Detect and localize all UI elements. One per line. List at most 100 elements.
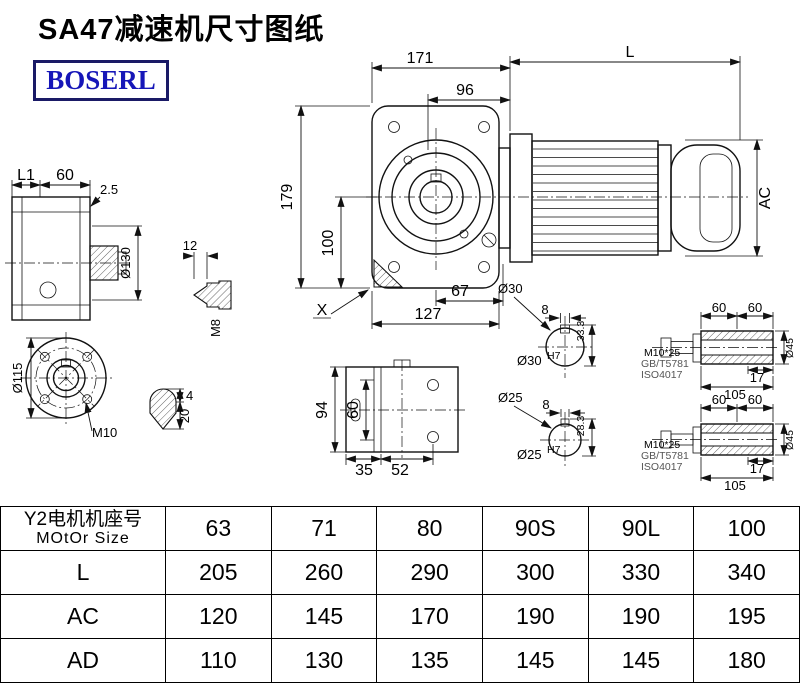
page-title: SA47减速机尺寸图纸 <box>38 14 325 46</box>
dim-M10-label: M10 <box>92 425 117 440</box>
dim-12-label: 12 <box>183 238 197 253</box>
dim-28p3-label: 28.3 <box>575 416 587 437</box>
dim-M8-label: M8 <box>208 319 223 337</box>
row-label-AD: AD <box>0 638 166 683</box>
AD-value-3: 145 <box>481 638 589 683</box>
AD-value-4: 145 <box>587 638 695 683</box>
dim-group-top: 171 L 96 <box>370 44 742 150</box>
detail-mark-X: X <box>317 302 328 319</box>
dim-L1-label: L1 <box>17 167 35 184</box>
AD-value-0: 110 <box>165 638 272 683</box>
bore25-label: Ø25 <box>517 447 542 462</box>
plug-m10-detail: 4 20 <box>149 387 193 431</box>
AC-value-3: 190 <box>481 594 589 639</box>
L-value-4: 330 <box>587 550 695 595</box>
L-value-5: 340 <box>693 550 800 595</box>
dim-O130-label: Ø130 <box>118 247 133 279</box>
motor-size-80: 80 <box>376 506 483 551</box>
stud30-std2-label: ISO4017 <box>641 369 683 381</box>
dim-33p3-label: 33.3 <box>575 321 587 342</box>
stud25-dim-60a: 60 <box>712 392 726 407</box>
stud25-dim-17: 17 <box>750 461 764 476</box>
stud25-dim-60b: 60 <box>748 392 762 407</box>
dim-96-label: 96 <box>456 82 474 99</box>
dim-179-label: 179 <box>279 184 296 211</box>
bore25-tolerance: H7 <box>547 444 561 456</box>
stud30-dim-60b: 60 <box>748 300 762 315</box>
stud30-dim-17: 17 <box>750 370 764 385</box>
L-value-2: 290 <box>376 550 483 595</box>
table-row-AC: AC 120 145 170 190 190 195 <box>0 594 800 639</box>
bore30-label: Ø30 <box>517 353 542 368</box>
dim-8-30-label: 8 <box>541 302 548 317</box>
row-label-AC: AC <box>0 594 166 639</box>
brand-logo: BOSERL <box>33 60 169 101</box>
stud25-std1-label: GB/T5781 <box>641 450 689 462</box>
stud30-bolt-label: M10*25 <box>644 347 680 359</box>
AD-value-5: 180 <box>693 638 800 683</box>
dim-60-side-label: 60 <box>56 167 74 184</box>
side-view: L1 60 2.5 Ø130 <box>5 167 142 321</box>
motor-size-71: 71 <box>270 506 378 551</box>
motor-size-label-en: MOtOr Size <box>36 530 130 547</box>
stud30-std1-label: GB/T5781 <box>641 358 689 370</box>
dim-171-label: 171 <box>407 50 434 67</box>
stud30-dim-105: 105 <box>724 387 746 402</box>
dim-4-label: 4 <box>186 388 193 403</box>
plug-m8-detail: 12 M8 <box>183 238 232 337</box>
dim-group-front-bottom: 67 127 X <box>313 264 505 329</box>
AC-value-2: 170 <box>376 594 483 639</box>
L-value-3: 300 <box>481 550 589 595</box>
dim-8-25-label: 8 <box>542 397 549 412</box>
dim-100-label: 100 <box>320 230 337 257</box>
motor-size-label-cn: Y2电机机座号 <box>23 509 143 530</box>
AC-value-0: 120 <box>165 594 272 639</box>
dim-2p5-label: 2.5 <box>100 182 118 197</box>
motor-size-90L: 90L <box>587 506 695 551</box>
AC-value-1: 145 <box>270 594 378 639</box>
stud25-std2-label: ISO4017 <box>641 461 683 473</box>
shaft30-label: Ø30 <box>498 281 523 296</box>
shaft25-section: Ø25 8 28.3 Ø25 H7 <box>498 390 596 468</box>
dim-67-label: 67 <box>451 283 469 300</box>
dim-94-label: 94 <box>314 401 331 419</box>
stud25-dim-105: 105 <box>724 478 746 493</box>
AC-value-4: 190 <box>587 594 695 639</box>
table-row-AD: AD 110 130 135 145 145 180 <box>0 638 800 683</box>
motor-size-header: Y2电机机座号 MOtOr Size <box>0 506 166 551</box>
AC-value-5: 195 <box>693 594 800 639</box>
motor-size-90S: 90S <box>481 506 589 551</box>
dim-52-label: 52 <box>391 462 409 479</box>
motor-size-100: 100 <box>693 506 800 551</box>
dim-O115-label: Ø115 <box>10 363 25 394</box>
stud30-dim-60a: 60 <box>712 300 726 315</box>
stud25-dim-O45: Ø45 <box>784 430 796 450</box>
table-row-L: L 205 260 290 300 330 340 <box>0 550 800 595</box>
front-view-housing <box>366 105 748 289</box>
shaft25-side-view: 60 60 17 105 Ø45 M10*25 GB/T5781 ISO4017 <box>641 392 796 493</box>
dim-35-label: 35 <box>355 462 373 479</box>
row-label-L: L <box>0 550 166 595</box>
motor <box>498 133 741 263</box>
dim-AC-label: AC <box>757 187 774 209</box>
bottom-view: 94 60 35 52 <box>314 359 465 479</box>
dim-127-label: 127 <box>415 306 442 323</box>
shaft25-label: Ø25 <box>498 390 523 405</box>
dim-60-bottom-label: 60 <box>345 401 362 419</box>
shaft30-side-view: 60 60 17 105 Ø45 M10*25 GB/T5781 ISO4017 <box>641 300 796 402</box>
dim-20-label: 20 <box>177 409 192 423</box>
L-value-1: 260 <box>270 550 378 595</box>
dim-group-front-sides: 179 100 AC <box>279 104 774 290</box>
dim-L-label: L <box>626 44 635 61</box>
stud25-bolt-label: M10*25 <box>644 439 680 451</box>
technical-drawing: 171 L 96 179 100 AC 67 127 X <box>5 44 796 493</box>
L-value-0: 205 <box>165 550 272 595</box>
bore30-tolerance: H7 <box>547 350 561 362</box>
shaft30-section: Ø30 8 33.3 Ø30 H7 <box>498 281 596 378</box>
AD-value-2: 135 <box>376 638 483 683</box>
motor-size-63: 63 <box>165 506 272 551</box>
stud30-dim-O45: Ø45 <box>784 338 796 358</box>
flange-view: Ø115 M10 <box>10 332 117 440</box>
dimension-table: Y2电机机座号 MOtOr Size 63 71 80 90S 90L 100 … <box>0 506 800 683</box>
AD-value-1: 130 <box>270 638 378 683</box>
